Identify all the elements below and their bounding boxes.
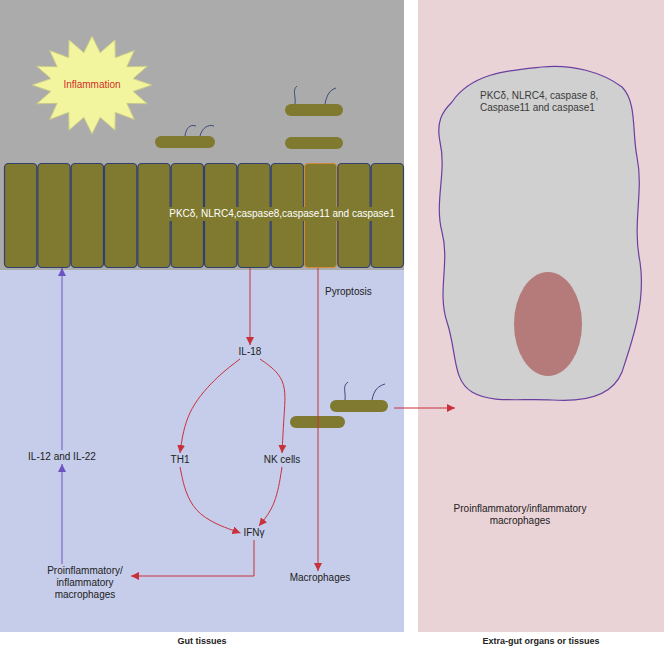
- cytokine-label: IL-12 and IL-22: [25, 450, 99, 464]
- node-text: Inflammation: [59, 78, 124, 92]
- epithelial-cell: [105, 164, 137, 268]
- gut-tissue-band: Gut tissuesIL-18TH1NK cellsIFNγMacrophag…: [0, 270, 404, 632]
- epithelial-cells: [5, 164, 404, 268]
- arrow-connector: [131, 540, 254, 576]
- flagellum: [345, 382, 385, 400]
- node-text: IL-12 and IL-22: [28, 451, 96, 463]
- cytokine-label: IFNγ: [240, 526, 267, 540]
- cell-type-label: Macrophages: [287, 571, 354, 585]
- arrow-connector: [180, 467, 240, 533]
- flagellum: [185, 125, 214, 136]
- cytokine-label: IL-18: [236, 345, 265, 359]
- flagellum: [294, 86, 336, 104]
- arrow-connector: [259, 467, 282, 526]
- arrow-connector: [260, 359, 285, 453]
- epithelial-cell: [38, 164, 70, 268]
- bacterium: [330, 400, 388, 412]
- cell-type-label: TH1: [168, 453, 193, 467]
- node-text: IFNγ: [243, 527, 264, 539]
- node-text: Macrophages: [290, 572, 351, 584]
- epithelial-layer: PKCδ, NLRC4,caspase8,caspase11 and caspa…: [4, 163, 404, 268]
- arrow-connector: [62, 464, 63, 564]
- node-text: IL-18: [239, 346, 262, 358]
- arrow-connector: [249, 268, 250, 345]
- node-text: NK cells: [264, 454, 301, 466]
- arrow-connector: [62, 268, 63, 450]
- epithelial-cell: [5, 164, 37, 268]
- region-heading: Extra-gut organs or tissues: [478, 635, 603, 648]
- starburst: [32, 36, 152, 134]
- region-heading: Gut tissues: [173, 635, 230, 648]
- invading-bacteria: [290, 382, 388, 428]
- extra-gut-panel: [418, 0, 664, 632]
- node-text: TH1: [171, 454, 190, 466]
- extra-gut-panel: Extra-gut organs or tissuesPKCδ, NLRC4, …: [418, 0, 664, 632]
- arrow-connector: [318, 268, 319, 571]
- node-text: PKCδ, NLRC4, caspase 8, Caspase11 and ca…: [480, 90, 615, 114]
- spread-arrow: [394, 408, 455, 409]
- edge-label: Pyroptosis: [324, 286, 373, 297]
- node-text: Proinflammatory/ inflammatory macrophage…: [42, 565, 128, 601]
- gut-lumen: [0, 0, 404, 270]
- lumen-bacteria: [155, 86, 343, 149]
- cell-type-label: Proinflammatory/inflammatory macrophages: [445, 502, 595, 528]
- macrophage-membrane: [439, 66, 642, 400]
- lamina-propria: [0, 270, 404, 632]
- macrophage-outline: [432, 62, 647, 407]
- epithelial-cell: [71, 164, 103, 268]
- bacterium: [155, 136, 215, 148]
- bacterium: [285, 104, 343, 116]
- bacterium: [285, 137, 343, 149]
- cell-type-label: Proinflammatory/ inflammatory macrophage…: [39, 564, 131, 602]
- macrophage-cell: PKCδ, NLRC4, caspase 8, Caspase11 and ca…: [432, 62, 647, 407]
- node-text: PKCδ, NLRC4,caspase8,caspase11 and caspa…: [165, 207, 399, 221]
- inflammation-burst: Inflammation: [30, 35, 154, 135]
- arrow-connector: [180, 359, 240, 453]
- nucleus: [514, 272, 582, 376]
- cell-type-label: NK cells: [261, 453, 304, 467]
- node-text: Proinflammatory/inflammatory macrophages: [448, 503, 592, 527]
